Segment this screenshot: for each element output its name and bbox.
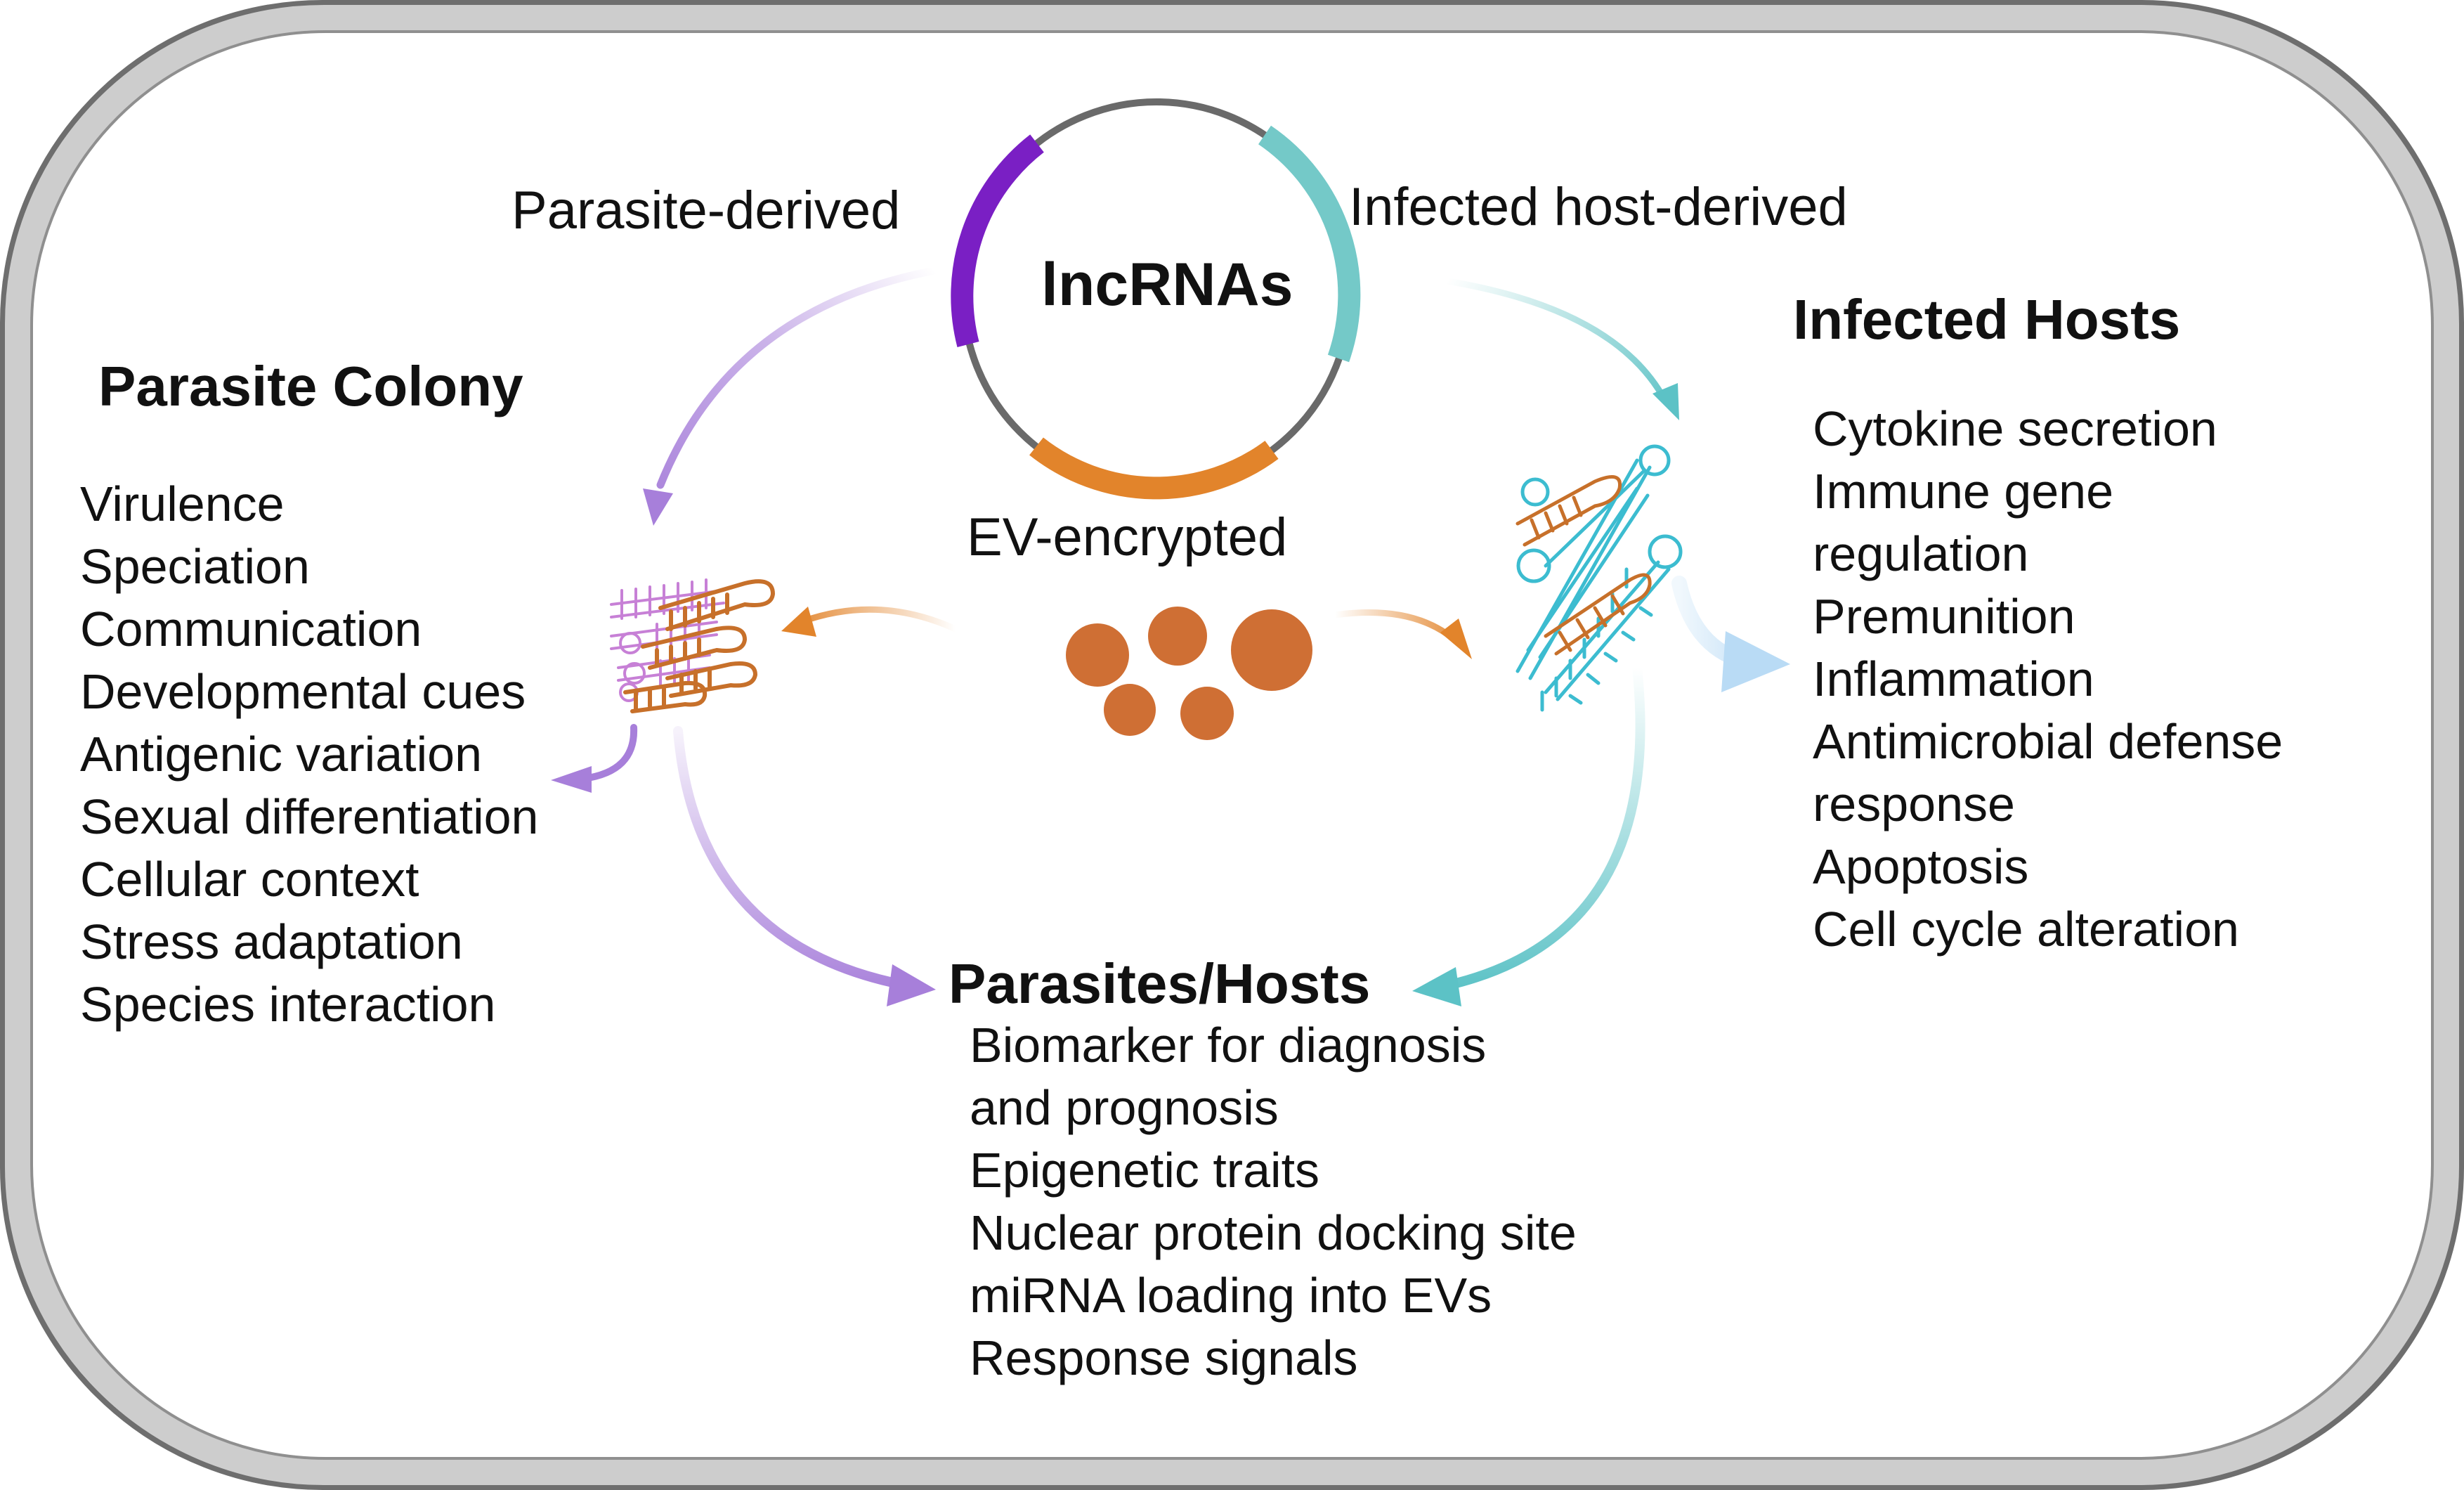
ev-vesicle (1180, 687, 1234, 740)
list-item: Apoptosis (1813, 839, 2029, 894)
frame-inner (30, 30, 2434, 1460)
parasite-colony-heading: Parasite Colony (98, 355, 523, 417)
list-item: Response signals (970, 1330, 1358, 1385)
host-derived-label: Infected host-derived (1349, 177, 1848, 237)
lncrnas-title: lncRNAs (1041, 251, 1293, 318)
arrow-infected-to-parasites-hosts (1442, 663, 1645, 990)
list-item: Stress adaptation (80, 914, 463, 969)
list-item: Antigenic variation (80, 727, 482, 782)
arrowhead-colony-curl (551, 766, 592, 793)
arrow-colony-to-parasites-hosts (673, 726, 904, 989)
parasites-hosts-heading: Parasites/Hosts (949, 952, 1371, 1015)
list-item: Antimicrobial defense (1813, 714, 2283, 769)
ev-vesicles (1066, 607, 1312, 740)
list-item: Virulence (80, 477, 285, 531)
list-item: Epigenetic traits (970, 1143, 1320, 1198)
arrowhead-parasite-to-colony (643, 488, 673, 526)
flow-arrows (551, 266, 1790, 1006)
list-item: Premunition (1813, 589, 2075, 644)
list-item: Cellular context (80, 852, 419, 907)
ev-encrypted-label: EV-encrypted (967, 507, 1288, 567)
frame-band (5, 5, 2459, 1485)
list-item: and prognosis (970, 1080, 1279, 1135)
arrow-colony-curl (580, 724, 638, 782)
list-item: Speciation (80, 539, 310, 594)
list-item: Immune gene (1813, 464, 2114, 519)
infected-hosts-list: Cytokine secretion Immune gene regulatio… (1813, 398, 2283, 961)
infected-hosts-heading: Infected Hosts (1793, 288, 2181, 351)
parasite-colony-list: Virulence Speciation Communication Devel… (80, 473, 539, 1036)
list-item: regulation (1813, 526, 2029, 581)
arrowhead-infected-to-parasites-hosts (1412, 967, 1461, 1006)
ev-vesicle (1231, 609, 1312, 691)
arrowhead-host-cluster-to-list (1721, 631, 1790, 692)
arrow-parasite-to-colony (656, 266, 939, 489)
lncrna-ring (951, 98, 1361, 500)
arrowhead-ev-to-parasite (781, 607, 816, 637)
host-lncrna-cluster (1515, 444, 1683, 712)
list-item: Species interaction (80, 977, 496, 1032)
arrowhead-host-to-infected (1653, 383, 1679, 420)
list-item: Cytokine secretion (1813, 401, 2217, 456)
ev-vesicle (1066, 623, 1129, 687)
list-item: Communication (80, 602, 422, 656)
ev-vesicle (1148, 607, 1207, 666)
arrow-host-to-infected (1444, 278, 1669, 404)
arrowhead-colony-to-parasites-hosts (887, 964, 936, 1006)
list-item: Biomarker for diagnosis (970, 1018, 1487, 1073)
arrowhead-ev-to-host (1440, 618, 1472, 659)
list-item: response (1813, 777, 2015, 831)
list-item: Cell cycle alteration (1813, 902, 2239, 957)
list-item: Developmental cues (80, 664, 526, 719)
list-item: Sexual differentiation (80, 789, 539, 844)
ring-segment-ev (1029, 437, 1279, 500)
parasite-lncrna-cluster (610, 578, 776, 713)
list-item: miRNA loading into EVs (970, 1268, 1492, 1323)
arrow-ev-to-parasite (797, 606, 959, 633)
ev-vesicle (1104, 684, 1156, 736)
list-item: Inflammation (1813, 652, 2094, 706)
ring-segment-parasite (951, 134, 1044, 347)
parasites-hosts-list: Biomarker for diagnosis and prognosis Ep… (970, 1014, 1577, 1389)
ring-segment-host (1258, 125, 1361, 363)
list-item: Nuclear protein docking site (970, 1205, 1577, 1260)
parasite-derived-label: Parasite-derived (511, 181, 901, 240)
